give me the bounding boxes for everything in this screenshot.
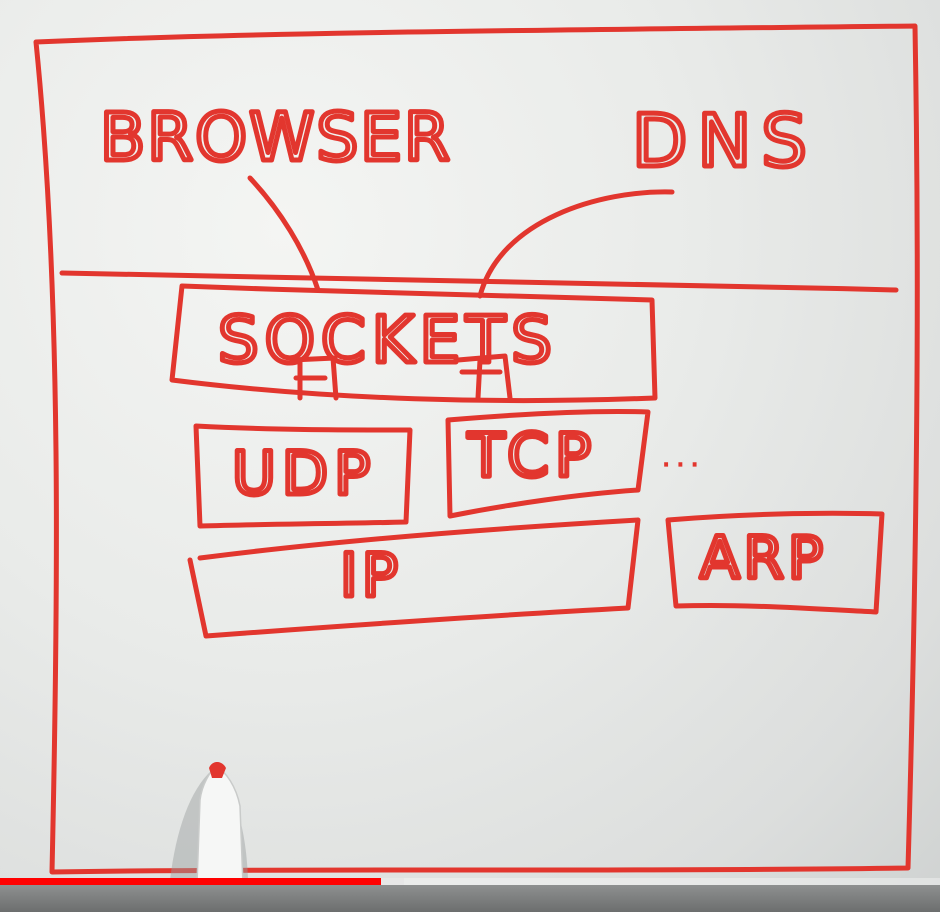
socket-port-mark bbox=[455, 353, 513, 401]
ip-label: IP bbox=[340, 541, 402, 611]
arp-box bbox=[665, 510, 885, 615]
browser-to-sockets-line bbox=[247, 175, 321, 293]
sockets-box bbox=[169, 283, 658, 404]
user-kernel-divider bbox=[59, 270, 899, 293]
udp-label: UDP bbox=[232, 439, 376, 509]
socket-port-mark bbox=[289, 355, 339, 401]
tcp-label: TCP bbox=[467, 421, 597, 491]
video-progress-bar[interactable] bbox=[0, 878, 940, 885]
arp-label: ARP bbox=[700, 524, 827, 592]
browser-label: BROWSER bbox=[100, 99, 452, 176]
marker-pen bbox=[170, 762, 248, 912]
ip-box bbox=[187, 517, 641, 639]
tcp-box bbox=[445, 408, 651, 519]
sockets-label: SOCKETS bbox=[218, 304, 558, 378]
dns-to-sockets-line bbox=[477, 189, 675, 299]
outer-frame bbox=[33, 23, 920, 875]
video-played-progress bbox=[0, 878, 381, 885]
udp-box bbox=[193, 423, 413, 529]
more-protocols-ellipsis: ... bbox=[662, 443, 705, 473]
dns-label: DNS bbox=[632, 99, 817, 183]
video-controls-shade bbox=[0, 885, 940, 912]
